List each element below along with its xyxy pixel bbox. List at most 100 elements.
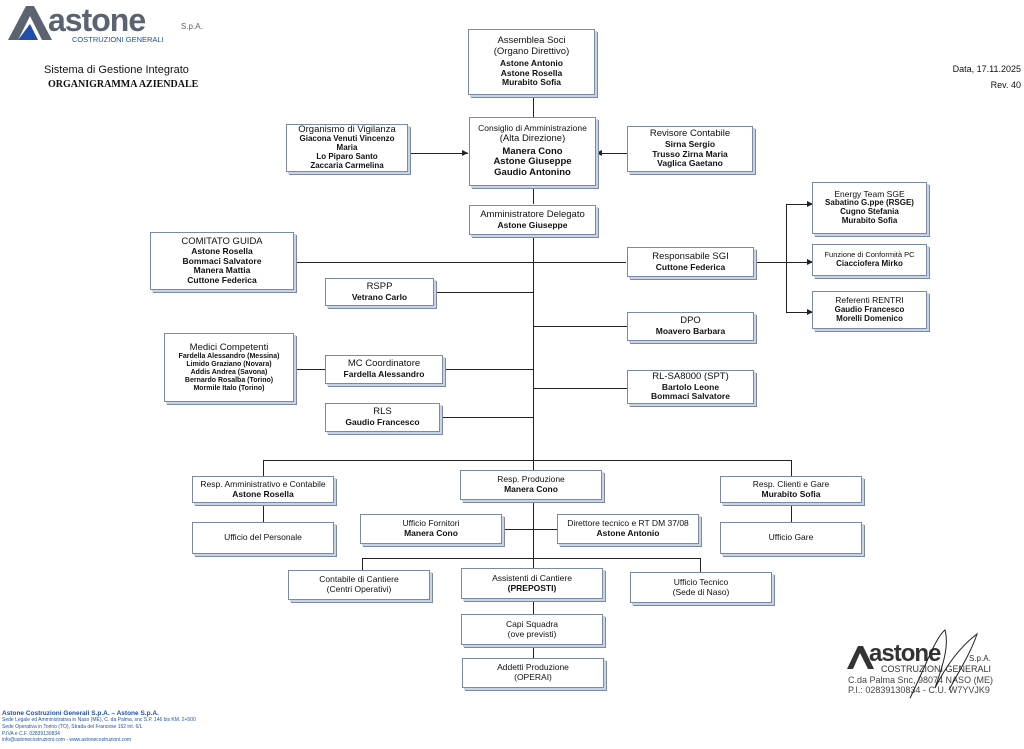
member-name: Astone Antonio xyxy=(500,58,563,69)
box-title: Amministratore Delegato xyxy=(480,208,585,220)
box-mc-coordinatore: MC Coordinatore Fardella Alessandro xyxy=(325,355,443,384)
member-name: Sirna Sergio xyxy=(664,139,716,150)
box-responsabile-sgi: Responsabile SGI Cuttone Federica xyxy=(627,247,754,277)
member-name: Vetrano Carlo xyxy=(351,291,408,302)
box-title: COMITATO GUIDA xyxy=(181,235,263,247)
box-rspp: RSPP Vetrano Carlo xyxy=(325,278,434,306)
logo-subtitle: COSTRUZIONI GENERALI xyxy=(72,35,164,44)
connector xyxy=(533,646,534,658)
footer-line: Sede Operativa in Torino (TO), Strada de… xyxy=(2,723,143,730)
member-name: Mormile Italo (Torino) xyxy=(193,384,265,392)
box-referenti-rentri: Referenti RENTRI Gaudio Francesco Morell… xyxy=(812,291,927,329)
box-ufficio-fornitori: Ufficio Fornitori Manera Cono xyxy=(360,514,502,544)
box-amministratore-delegato: Amministratore Delegato Astone Giuseppe xyxy=(469,205,596,235)
member-name: Cuttone Federica xyxy=(187,274,257,285)
connector xyxy=(263,502,264,522)
connector xyxy=(786,204,787,312)
connector xyxy=(533,388,627,389)
box-revisore-contabile: Revisore Contabile Sirna Sergio Trusso Z… xyxy=(627,126,753,172)
box-organismo-vigilanza: Organismo di Vigilanza Giacona Venuti Vi… xyxy=(286,124,408,172)
arrow-icon xyxy=(462,150,468,156)
box-subtitle: (PREPOSTI) xyxy=(507,582,557,593)
stamp-vat: P.I.: 02839130834 - C.U. W7YVJK9 xyxy=(848,685,990,695)
box-title: Consiglio di Amministrazione xyxy=(478,123,587,134)
connector xyxy=(533,326,627,327)
member-name: Trusso Zirna Maria xyxy=(652,148,728,159)
box-comitato-guida: COMITATO GUIDA Astone Rosella Bommaci Sa… xyxy=(150,232,294,290)
footer-contact-link[interactable]: info@astonecostruzioni.com - www.astonec… xyxy=(2,737,132,744)
box-rls: RLS Gaudio Francesco xyxy=(325,403,440,432)
member-name: Zaccaria Carmelina xyxy=(310,161,384,171)
box-energy-team: Energy Team SGE Sabatino G.ppe (RSGE) Cu… xyxy=(812,182,927,234)
member-name: Astone Giuseppe xyxy=(497,219,568,230)
box-title: DPO xyxy=(680,315,701,327)
box-title: Ufficio del Personale xyxy=(224,532,302,543)
box-medici-competenti: Medici Competenti Fardella Alessandro (M… xyxy=(164,333,294,402)
connector xyxy=(533,188,534,204)
connector xyxy=(533,236,534,460)
stamp-subtitle: COSTRUZIONI GENERALI xyxy=(881,664,992,674)
member-name: Bommaci Salvatore xyxy=(182,255,262,266)
doc-date: Data, 17.11.2025 xyxy=(952,64,1021,74)
box-title: RL-SA8000 (SPT) xyxy=(652,371,729,383)
box-assemblea-soci: Assemblea Soci (Organo Direttivo) Astone… xyxy=(468,29,595,95)
member-name: Manera Mattia xyxy=(193,265,251,276)
box-title: Assemblea Soci xyxy=(497,35,566,47)
box-resp-clienti-gare: Resp. Clienti e Gare Murabito Sofia xyxy=(720,476,862,503)
box-resp-produzione: Resp. Produzione Manera Cono xyxy=(460,470,602,500)
footer-company: Astone Costruzioni Generali S.p.A. – Ast… xyxy=(2,710,159,717)
box-dpo: DPO Moavero Barbara xyxy=(627,312,754,341)
member-name: Murabito Sofia xyxy=(501,77,562,88)
connector xyxy=(362,558,700,559)
box-subtitle: (ove previsti) xyxy=(507,628,557,639)
member-name: Gaudio Francesco xyxy=(834,304,905,314)
box-title: Energy Team SGE xyxy=(834,188,905,199)
box-title: Capi Squadra xyxy=(506,618,558,629)
member-name: Astone Antonio xyxy=(596,528,660,538)
box-contabile-cantiere: Contabile di Cantiere (Centri Operativi) xyxy=(288,570,430,600)
member-name: Cugno Stefania xyxy=(840,207,899,217)
logo-mark-icon xyxy=(8,6,52,40)
member-name: Morelli Domenico xyxy=(836,313,903,323)
connector xyxy=(786,312,812,313)
connector xyxy=(533,501,534,568)
member-name: Manera Cono xyxy=(404,528,458,538)
box-subtitle: (OPERAI) xyxy=(514,672,552,682)
box-subtitle: (Organo Direttivo) xyxy=(493,45,570,57)
box-resp-amministrativo: Resp. Amministrativo e Contabile Astone … xyxy=(192,476,334,503)
connector xyxy=(296,262,626,263)
box-title: RSPP xyxy=(366,280,393,292)
member-name: Murabito Sofia xyxy=(761,488,821,499)
arrow-icon xyxy=(807,259,813,265)
logo-spa: S.p.A. xyxy=(181,22,203,31)
member-name: Moavero Barbara xyxy=(655,326,726,337)
member-name: Ciacciofera Mirko xyxy=(836,258,903,268)
connector xyxy=(410,153,468,154)
connector xyxy=(700,558,701,572)
stamp-address: C.da Palma Snc, 98074 NASO (ME) xyxy=(848,675,994,685)
box-ufficio-gare: Ufficio Gare xyxy=(720,522,862,554)
system-title: Sistema di Gestione Integrato xyxy=(44,64,189,76)
box-addetti-produzione: Addetti Produzione (OPERAI) xyxy=(462,658,604,688)
box-capi-squadra: Capi Squadra (ove previsti) xyxy=(461,614,603,645)
box-title: Resp. Amministrativo e Contabile xyxy=(200,478,326,489)
doc-revision: Rev. 40 xyxy=(990,80,1021,90)
footer: Astone Costruzioni Generali S.p.A. – Ast… xyxy=(2,710,362,744)
footer-line: P.IVA e C.F. 02839130834 xyxy=(2,730,60,737)
box-rl-sa8000: RL-SA8000 (SPT) Bartolo Leone Bommaci Sa… xyxy=(627,370,754,404)
connector xyxy=(295,369,325,370)
member-name: Gaudio Francesco xyxy=(345,417,420,428)
box-title: Addetti Produzione xyxy=(497,662,569,673)
page-title: ORGANIGRAMMA AZIENDALE xyxy=(48,79,199,90)
arrow-icon xyxy=(807,201,813,207)
box-funzione-conformita: Funzione di Conformità PC Ciacciofera Mi… xyxy=(812,244,927,276)
box-title: MC Coordinatore xyxy=(347,358,421,370)
connector xyxy=(786,262,812,263)
member-name: Murabito Sofia xyxy=(841,216,898,226)
member-name: Bernardo Rosalba (Torino) xyxy=(184,376,274,384)
member-name: Astone Rosella xyxy=(232,488,294,499)
company-stamp: astone S.p.A. COSTRUZIONI GENERALI C.da … xyxy=(845,629,1023,700)
box-title: RLS xyxy=(373,406,392,418)
member-name: Giacona Venuti Vincenzo Maria xyxy=(299,134,395,153)
connector xyxy=(598,153,628,154)
